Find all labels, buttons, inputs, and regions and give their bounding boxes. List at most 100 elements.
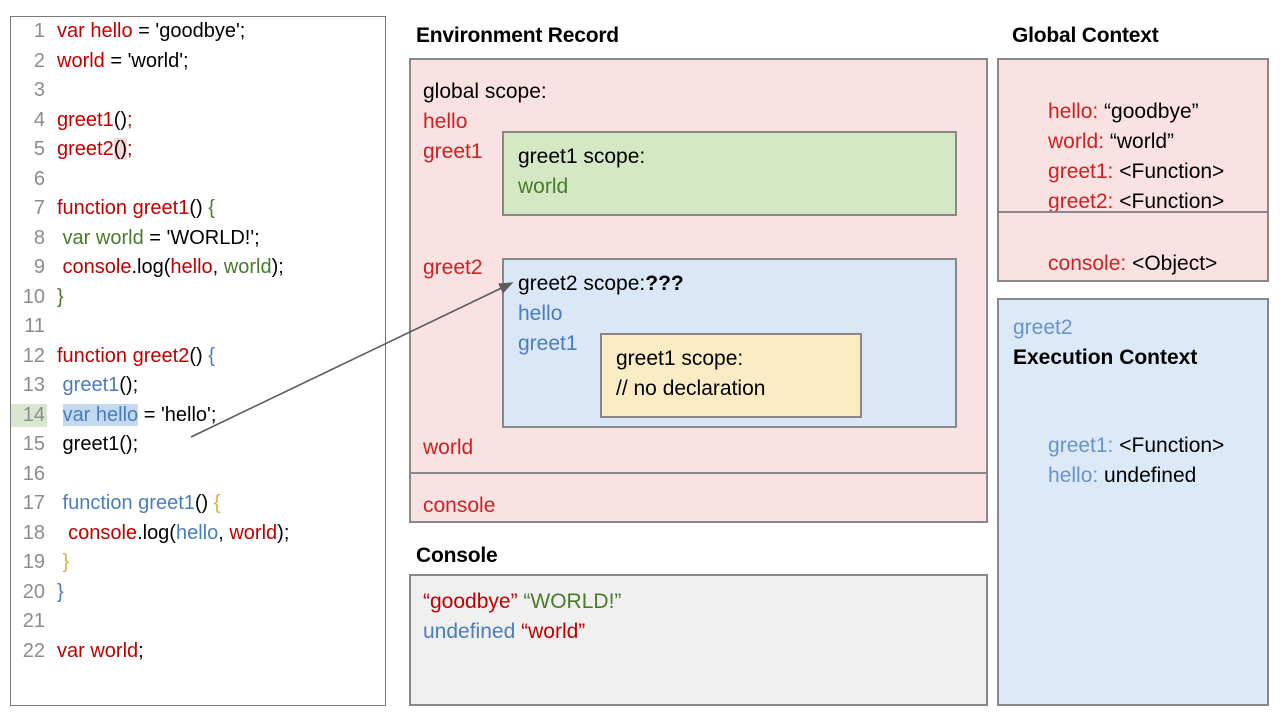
global-context-entry-hello: hello: “goodbye” [1013,76,1199,148]
code-line-text: world = 'world'; [47,50,189,73]
greet1-scope-box: greet1 scope: world [502,131,957,216]
code-token: ); [271,256,284,279]
execution-context-entry-hello: hello: undefined [1013,440,1196,512]
execution-context-key-hello: hello: [1048,464,1099,487]
code-line[interactable]: 21 [11,607,385,637]
global-context-key-greet2: greet2: [1048,190,1114,213]
console-token: “WORLD!” [523,590,622,613]
line-number: 18 [22,521,45,544]
code-line[interactable]: 20} [11,578,385,608]
line-number: 7 [33,197,45,220]
execution-context-key-greet1: greet1: [1048,434,1114,457]
code-line[interactable]: 18 console.log(hello, world); [11,519,385,549]
code-token: var hello [57,20,133,43]
code-token: world [57,49,105,72]
code-token: , [212,256,224,279]
global-context-value-world: “world” [1104,130,1175,153]
code-line[interactable]: 6 [11,165,385,195]
greet1-inner-scope-heading: greet1 scope: [616,347,744,370]
code-token: greet1(); [57,433,139,456]
global-context-key-greet1: greet1: [1048,160,1114,183]
line-number: 2 [33,49,45,72]
code-line-text: console.log(hello, world); [47,522,289,545]
env-binding-world: world [423,436,474,459]
code-line[interactable]: 15 greet1(); [11,430,385,460]
code-token: greet1 [57,108,114,131]
global-context-entry-greet2: greet2: <Function> [1013,166,1224,238]
environment-record-title: Environment Record [416,24,619,47]
console-title: Console [416,544,498,567]
line-number: 17 [22,492,45,515]
code-token: () [194,492,214,515]
global-scope-label: global scope: [423,80,547,103]
code-line-text: function greet1() { [47,197,215,220]
code-line-text: var world = 'WORLD!'; [47,227,260,250]
code-token: () [113,138,128,161]
execution-context-value-greet1: <Function> [1113,434,1225,457]
code-token: .log( [131,256,171,279]
code-token [57,404,63,426]
code-token: = 'WORLD!'; [143,226,260,249]
code-token: hello [170,256,213,279]
line-number: 10 [22,285,45,308]
code-line-text: var hello = 'hello'; [47,403,216,427]
code-line[interactable]: 11 [11,312,385,342]
code-line-text: function greet2() { [47,345,215,368]
code-token: function greet2 [57,344,190,367]
code-token: hello [175,521,219,544]
code-line[interactable]: 19 } [11,548,385,578]
console-token: “goodbye” [423,590,518,613]
code-token: } [57,580,64,603]
code-token: console [57,521,138,544]
env-binding-console: console [423,494,496,517]
global-context-value-greet1: <Function> [1113,160,1225,183]
code-line[interactable]: 17 function greet1() { [11,489,385,519]
code-token: } [57,551,70,574]
line-number: 11 [24,315,45,338]
environment-record-divider [411,472,986,474]
line-number: 19 [22,551,45,574]
console-output-line-1: “goodbye” “WORLD!” [423,590,621,614]
greet2-scope-heading: greet2 scope:??? [518,272,684,296]
global-context-title: Global Context [1012,24,1159,47]
line-number: 12 [22,344,45,367]
code-line-text: greet1(); [47,374,139,397]
line-number: 6 [33,167,45,190]
execution-context-entry-greet1: greet1: <Function> [1013,410,1224,482]
code-line[interactable]: 9 console.log(hello, world); [11,253,385,283]
code-token: () [189,197,209,220]
env-binding-greet1: greet1 [423,140,483,163]
code-line[interactable]: 14 var hello = 'hello'; [11,401,385,431]
code-line-text: var world; [47,640,144,663]
line-number: 14 [11,403,47,427]
code-token: var world [57,226,144,249]
code-line[interactable]: 13 greet1(); [11,371,385,401]
code-line-text: var hello = 'goodbye'; [47,20,245,43]
code-line-text: greet1(); [47,433,139,456]
global-context-entry-console: console: <Object> [1013,228,1217,300]
code-line-text: } [47,286,64,309]
greet2-scope-var-hello: hello [518,302,563,325]
execution-context-title: Execution Context [1013,346,1198,369]
greet1-inner-scope-box: greet1 scope: // no declaration [600,333,862,418]
code-line[interactable]: 10} [11,283,385,313]
line-number: 9 [33,256,45,279]
code-token: = 'goodbye'; [132,20,246,43]
code-line[interactable]: 16 [11,460,385,490]
code-token: ; [127,138,133,161]
code-token: ); [277,521,290,544]
global-context-entry-world: world: “world” [1013,106,1174,178]
line-number: 5 [33,138,45,161]
env-binding-hello: hello [423,110,468,133]
code-line[interactable]: 8 var world = 'WORLD!'; [11,224,385,254]
code-token: () [113,108,128,131]
code-token: { [208,344,215,367]
code-line[interactable]: 3 [11,76,385,106]
